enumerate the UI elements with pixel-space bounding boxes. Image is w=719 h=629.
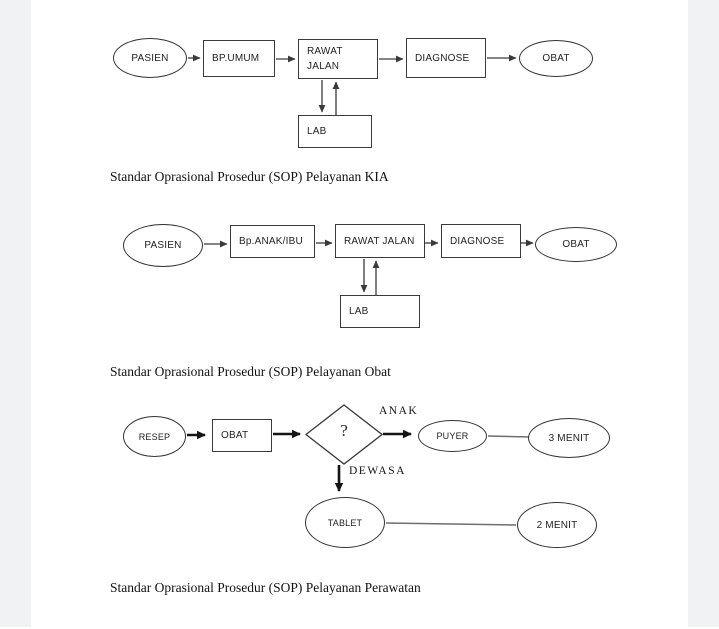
d3-branch-label-dewasa: DEWASA <box>349 465 406 477</box>
d1-lab-box: LAB <box>298 115 372 148</box>
d1-diagnose-box: DIAGNOSE <box>406 38 486 78</box>
d1-obat-ellipse: OBAT <box>519 40 593 77</box>
caption-sop-obat: Standar Oprasional Prosedur (SOP) Pelaya… <box>110 364 391 379</box>
d1-pasien-ellipse: PASIEN <box>113 38 187 78</box>
d3-resep-ellipse: RESEP <box>123 416 186 457</box>
d3-decision-question-mark: ? <box>340 421 348 440</box>
d1-rawat-jalan-line2: JALAN <box>307 61 340 72</box>
line-d3-tablet-2menit <box>385 522 517 526</box>
decision-diamond <box>304 404 384 465</box>
d3-obat-box: OBAT <box>212 419 272 452</box>
d1-rawat-jalan-line1: RAWAT <box>307 46 343 57</box>
d2-rawat-jalan-box: RAWAT JALAN <box>335 224 425 258</box>
d3-branch-label-anak: ANAK <box>379 405 419 417</box>
d1-bp-umum-box: BP.UMUM <box>203 40 275 77</box>
d3-3menit-ellipse: 3 MENIT <box>528 418 610 458</box>
line-d3-puyer-3menit <box>487 435 532 438</box>
left-gutter <box>0 0 31 627</box>
d2-diagnose-box: DIAGNOSE <box>441 224 521 258</box>
d3-2menit-ellipse: 2 MENIT <box>517 502 597 548</box>
caption-sop-kia: Standar Oprasional Prosedur (SOP) Pelaya… <box>110 169 389 184</box>
d2-pasien-ellipse: PASIEN <box>123 224 203 267</box>
d3-tablet-ellipse: TABLET <box>305 497 385 548</box>
d2-bp-anak-ibu-box: Bp.ANAK/IBU <box>230 225 315 258</box>
d1-rawat-jalan-box: RAWAT JALAN <box>298 39 378 79</box>
d2-lab-box: LAB <box>340 295 420 328</box>
right-gutter <box>688 0 719 627</box>
d2-obat-ellipse: OBAT <box>535 227 617 262</box>
caption-sop-perawatan: Standar Oprasional Prosedur (SOP) Pelaya… <box>110 580 421 595</box>
d3-puyer-ellipse: PUYER <box>418 420 487 452</box>
